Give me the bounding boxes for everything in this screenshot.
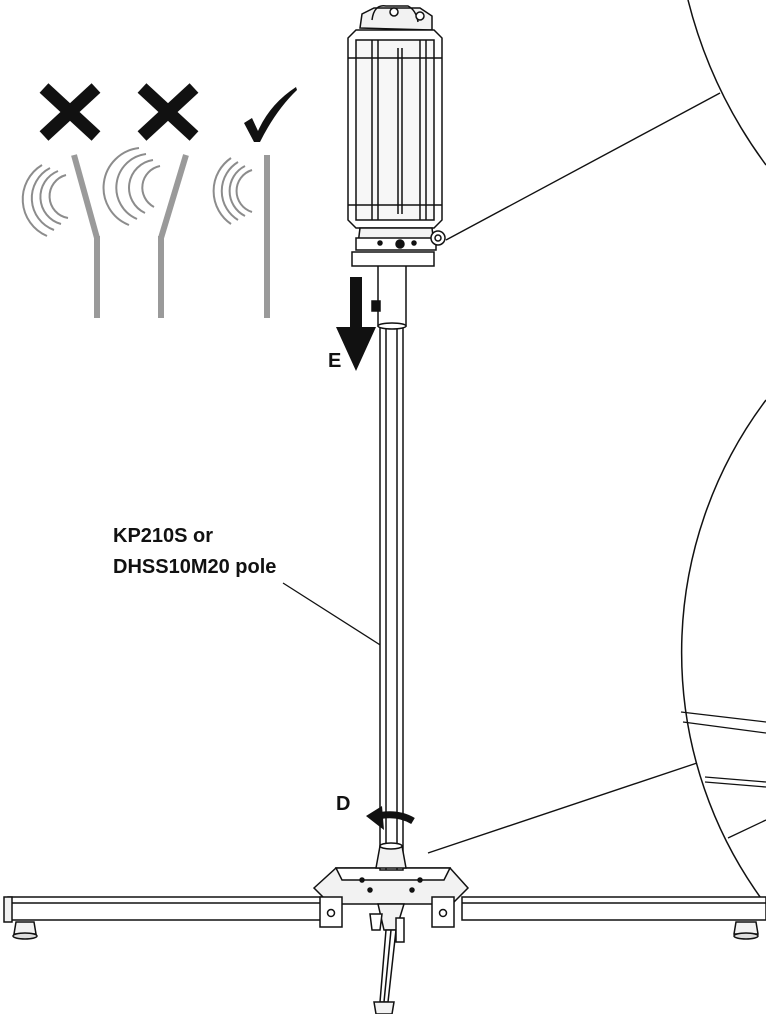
cross-icon	[137, 83, 199, 141]
loudspeaker	[347, 5, 446, 267]
check-icon	[244, 87, 297, 142]
orientation-hint-2	[102, 83, 199, 318]
signal-waves-icon	[212, 157, 253, 225]
cross-icon	[39, 83, 101, 141]
callout-circle-top	[687, 0, 766, 166]
step-e-label: E	[328, 350, 342, 372]
rotate-arrow-icon	[366, 806, 415, 830]
callout-circle-bottom	[680, 399, 766, 906]
tilted-pole-icon	[158, 154, 189, 318]
signal-waves-icon	[102, 147, 161, 226]
pole-label: KP210S or DHSS10M20 pole	[113, 521, 276, 583]
signal-waves-icon	[21, 164, 69, 237]
leader-line-bottom	[427, 762, 698, 854]
step-d-label: D	[336, 793, 351, 815]
arrow-down-icon	[336, 277, 376, 371]
callout-detail	[680, 711, 766, 839]
pole-label-pointer	[282, 582, 386, 649]
orientation-hint-3	[212, 87, 297, 318]
orientation-hint-1	[21, 83, 101, 318]
pole-label-line1: KP210S or	[113, 525, 214, 547]
tilted-pole-icon	[71, 154, 100, 318]
pole-label-line2: DHSS10M20 pole	[113, 556, 277, 578]
pole	[371, 261, 407, 871]
tripod-base	[3, 867, 766, 1015]
leader-line-top	[445, 92, 721, 241]
